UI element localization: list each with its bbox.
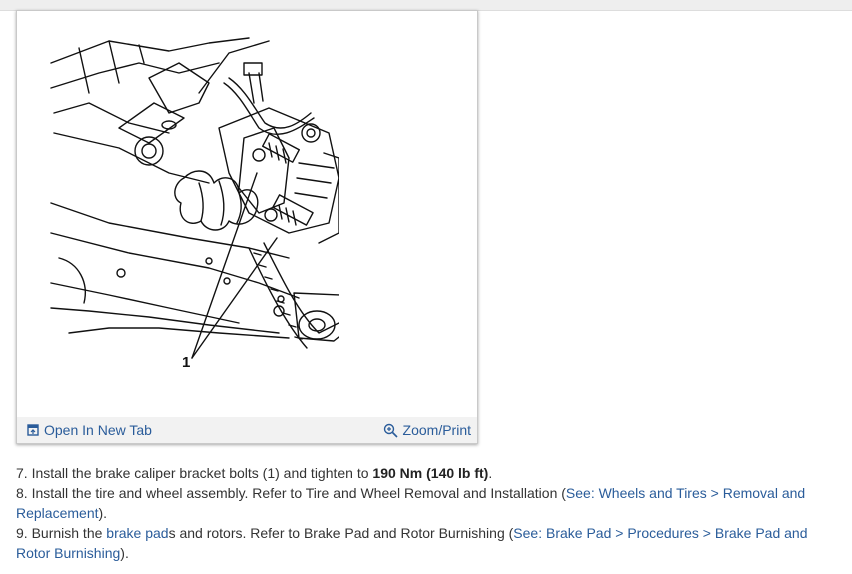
zoom-icon [383, 423, 398, 438]
zoom-print-link[interactable]: Zoom/Print [383, 422, 471, 438]
step-7: 7. Install the brake caliper bracket bol… [16, 463, 844, 483]
zoom-print-label: Zoom/Print [402, 422, 471, 438]
step-9-text: 9. Burnish the [16, 525, 107, 541]
open-new-tab-icon [27, 424, 39, 436]
step-9-end: ). [120, 545, 129, 561]
step-8-end: ). [98, 505, 108, 521]
open-in-new-tab-link[interactable]: Open In New Tab [27, 422, 152, 438]
step-9: 9. Burnish the brake pads and rotors. Re… [16, 523, 844, 563]
brake-pad-link[interactable]: brake pad [106, 525, 169, 541]
step-7-end: . [488, 465, 493, 481]
brake-pad-burnishing-link[interactable]: See: Brake Pad > Procedures > Brake Pad … [16, 525, 808, 561]
step-8-text: 8. Install the tire and wheel assembly. … [16, 485, 566, 501]
open-in-new-tab-label: Open In New Tab [44, 422, 152, 438]
torque-spec: 190 Nm (140 lb ft) [372, 465, 489, 481]
brake-caliper-illustration: 1 [50, 37, 339, 371]
wheels-tires-link[interactable]: See: Wheels and Tires > Removal and Repl… [16, 485, 806, 521]
step-7-text: 7. Install the brake caliper bracket bol… [16, 465, 373, 481]
figure-toolbar: Open In New Tab Zoom/Print [17, 417, 477, 443]
callout-label: 1 [182, 354, 190, 371]
step-8: 8. Install the tire and wheel assembly. … [16, 483, 844, 523]
procedure-steps: 7. Install the brake caliper bracket bol… [16, 463, 844, 563]
step-9-mid: s and rotors. Refer to Brake Pad and Rot… [168, 525, 514, 541]
figure-card: 1 Open In New Tab Zoom/Print [16, 10, 478, 444]
